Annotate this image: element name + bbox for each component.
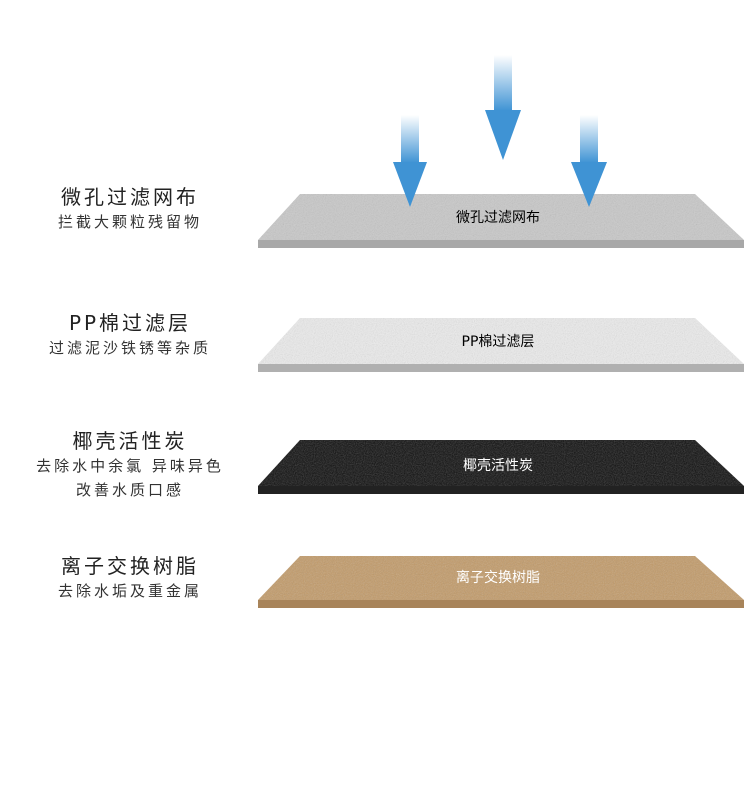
layer-4-caption: 离子交换树脂 去除水垢及重金属 bbox=[0, 553, 260, 603]
filter-layer-3 bbox=[258, 440, 744, 494]
layer-2-desc: 过滤泥沙铁锈等杂质 bbox=[48, 339, 211, 357]
filter-layer-4 bbox=[258, 556, 744, 608]
filter-layer-2 bbox=[258, 318, 744, 372]
layer-3-desc-2: 改善水质口感 bbox=[75, 481, 184, 499]
layer-4-label: 离子交换树脂 bbox=[456, 569, 540, 586]
layer-2-label: PP棉过滤层 bbox=[462, 333, 535, 350]
layer-1-title: 微孔过滤网布 bbox=[61, 185, 199, 209]
water-arrow-icon bbox=[485, 55, 521, 160]
filter-layer-1 bbox=[258, 194, 744, 248]
layer-4-title: 离子交换树脂 bbox=[61, 554, 199, 578]
layer-1-label: 微孔过滤网布 bbox=[456, 210, 540, 226]
layer-3-label: 椰壳活性炭 bbox=[463, 457, 533, 474]
layer-2-caption: PP棉过滤层 过滤泥沙铁锈等杂质 bbox=[0, 310, 260, 360]
layer-4-desc: 去除水垢及重金属 bbox=[57, 582, 202, 600]
layer-2-title: PP棉过滤层 bbox=[68, 311, 192, 335]
water-arrow-icon bbox=[571, 115, 607, 207]
water-arrow-icon bbox=[393, 115, 427, 207]
layer-1-caption: 微孔过滤网布 拦截大颗粒残留物 bbox=[0, 184, 260, 234]
layer-3-title: 椰壳活性炭 bbox=[72, 429, 188, 453]
layer-3-caption: 椰壳活性炭 去除水中余氯 异味异色 改善水质口感 bbox=[0, 428, 260, 502]
layer-1-desc: 拦截大颗粒残留物 bbox=[57, 213, 202, 231]
layer-3-desc-1: 去除水中余氯 异味异色 bbox=[36, 457, 224, 475]
